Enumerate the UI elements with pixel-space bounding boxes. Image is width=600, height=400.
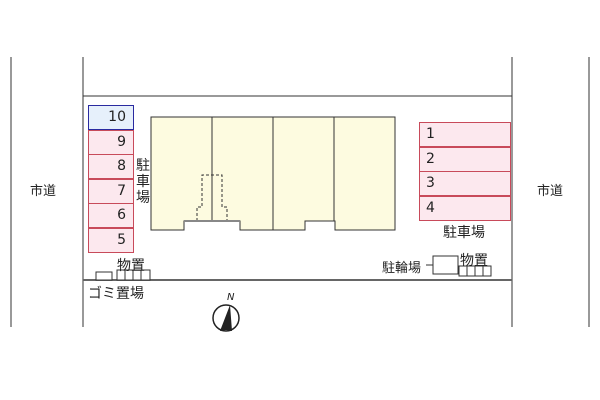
parking-space-8: 8 bbox=[88, 154, 134, 179]
parking-space-6: 6 bbox=[88, 203, 134, 228]
parking-space-9: 9 bbox=[88, 130, 134, 155]
storage-label-left: 物置 bbox=[117, 258, 145, 274]
storage-left bbox=[95, 269, 151, 281]
road-label-left: 市道 bbox=[30, 184, 57, 199]
parking-space-4: 4 bbox=[419, 196, 511, 221]
parking-space-1: 1 bbox=[419, 122, 511, 147]
road-label-right: 市道 bbox=[537, 184, 564, 199]
storage-right bbox=[426, 255, 492, 277]
parking-label-left: 駐車場 bbox=[136, 158, 150, 206]
parking-space-3: 3 bbox=[419, 171, 511, 196]
parking-space-5: 5 bbox=[88, 228, 134, 253]
north-label: N bbox=[227, 292, 235, 303]
parking-label-right: 駐車場 bbox=[443, 225, 485, 241]
parking-space-10: 10 bbox=[88, 105, 134, 130]
bicycle-parking-label: 駐輪場 bbox=[382, 261, 422, 276]
storage-label-right: 物置 bbox=[460, 253, 488, 269]
parking-space-7: 7 bbox=[88, 179, 134, 204]
garbage-label: ゴミ置場 bbox=[88, 286, 144, 302]
north-arrow-icon bbox=[212, 304, 240, 332]
parking-space-2: 2 bbox=[419, 147, 511, 172]
